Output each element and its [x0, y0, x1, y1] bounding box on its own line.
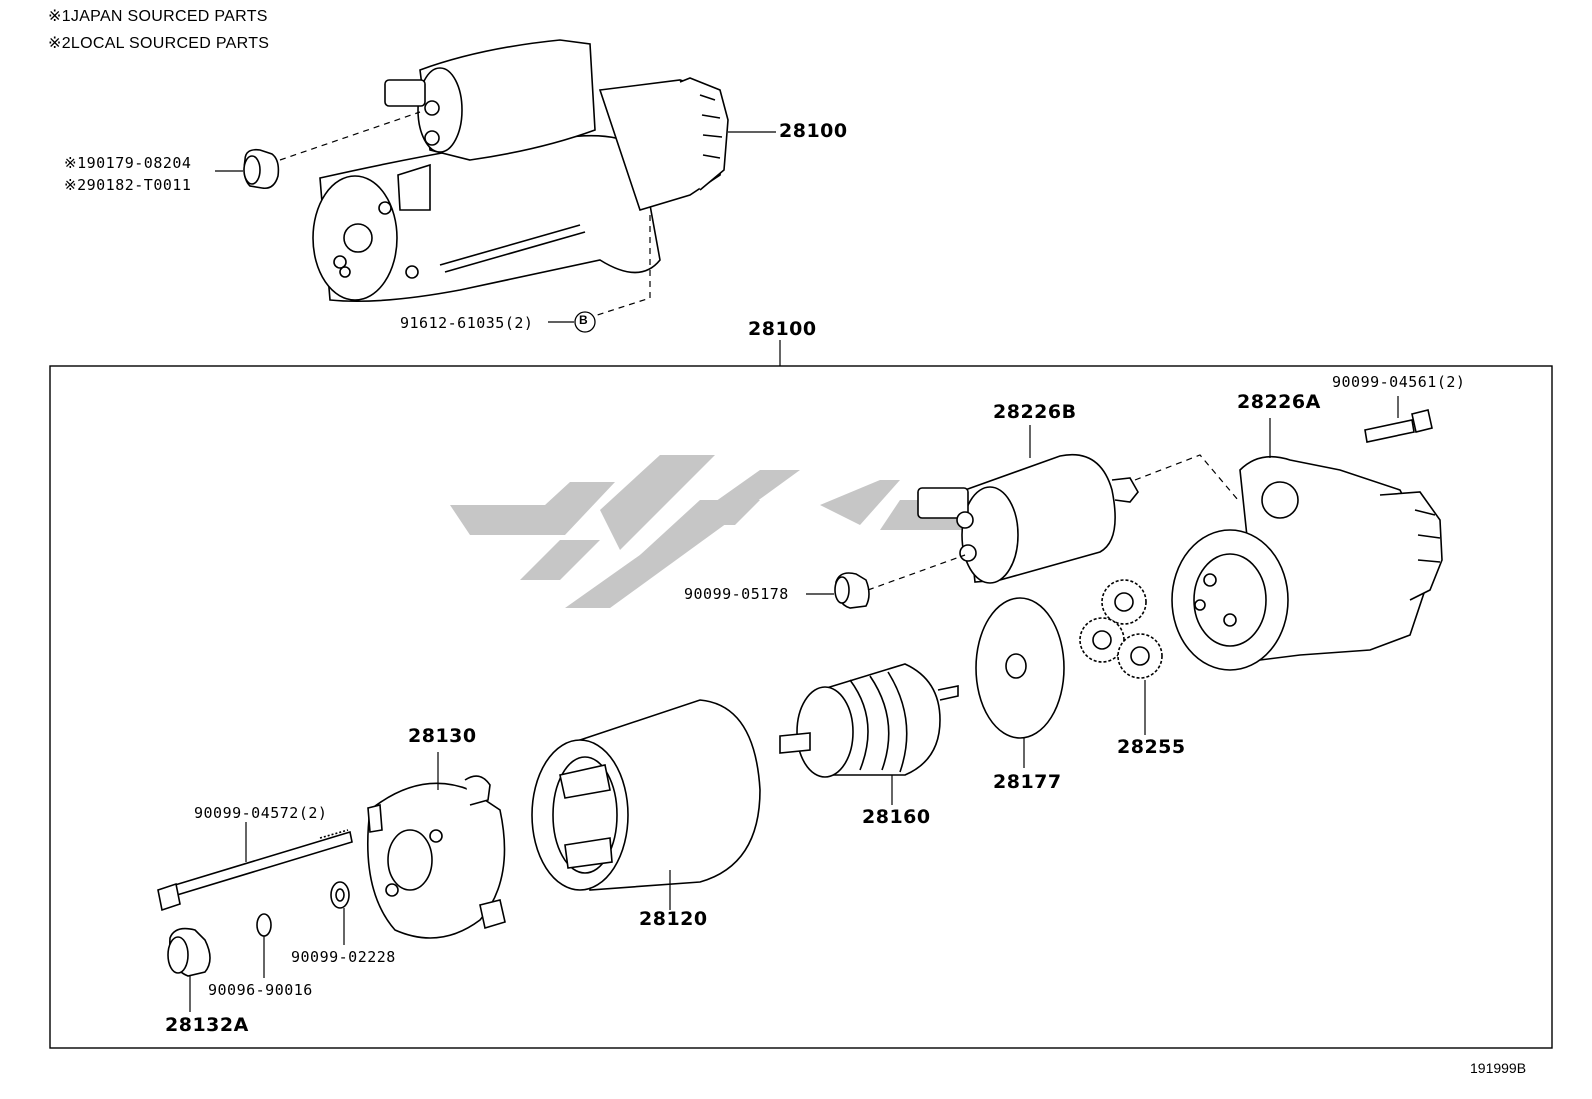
note-japan-sourced: ※1JAPAN SOURCED PARTS — [48, 6, 268, 26]
through-bolt-90099-04572 — [157, 829, 353, 912]
ref-circle-b — [574, 311, 596, 333]
armature-28160 — [779, 663, 959, 778]
note-mark: ※1 — [48, 8, 71, 25]
cap-28132A — [167, 927, 211, 977]
label-group-28100[interactable]: 28100 — [748, 318, 817, 340]
cap-90099-05178 — [834, 572, 870, 609]
part-number[interactable]: 91612-61035 — [400, 314, 505, 332]
end-frame-28130 — [367, 775, 506, 939]
bolt-90099-04561 — [1364, 409, 1433, 443]
label-bolt-91612: 91612-61035(2) — [400, 314, 533, 332]
label-cap-japan: ※190179-08204 — [64, 154, 191, 172]
ref-letter-b: B — [579, 313, 588, 327]
label-28100-assembly[interactable]: 28100 — [779, 120, 848, 142]
label-28255[interactable]: 28255 — [1117, 736, 1186, 758]
note-mark: ※2 — [48, 35, 71, 52]
ring-90096-90016 — [256, 913, 272, 937]
note-text: JAPAN SOURCED PARTS — [70, 8, 268, 25]
plate-28177 — [975, 597, 1065, 739]
terminal-cap-part — [243, 148, 280, 190]
label-28132A[interactable]: 28132A — [165, 1014, 249, 1036]
gears-28255 — [1079, 579, 1163, 679]
exploded-view-frame — [49, 365, 1553, 1049]
quantity: (2) — [504, 314, 534, 332]
label-90099-04572[interactable]: 90099-04572(2) — [194, 804, 328, 822]
label-cap-local: ※290182-T0011 — [64, 176, 191, 194]
washer-90099-02228 — [330, 881, 350, 909]
label-28120[interactable]: 28120 — [639, 908, 708, 930]
note-local-sourced: ※2LOCAL SOURCED PARTS — [48, 33, 269, 53]
label-28160[interactable]: 28160 — [862, 806, 931, 828]
label-90099-05178[interactable]: 90099-05178 — [684, 585, 789, 603]
solenoid-28226B — [917, 454, 1139, 584]
label-90099-02228[interactable]: 90099-02228 — [291, 948, 396, 966]
part-number[interactable]: 90182-T0011 — [86, 176, 192, 194]
yoke-28120 — [531, 699, 761, 891]
label-90099-04561[interactable]: 90099-04561(2) — [1332, 373, 1466, 391]
label-90096-90016[interactable]: 90096-90016 — [208, 981, 313, 999]
housing-28226A — [1171, 455, 1443, 671]
note-mark: ※1 — [64, 154, 87, 172]
label-28226A[interactable]: 28226A — [1237, 391, 1321, 413]
starter-assembly-drawing — [312, 39, 729, 303]
diagram-code: 191999B — [1470, 1060, 1527, 1076]
label-28177[interactable]: 28177 — [993, 771, 1062, 793]
label-28226B[interactable]: 28226B — [993, 401, 1077, 423]
label-28130[interactable]: 28130 — [408, 725, 477, 747]
note-text: LOCAL SOURCED PARTS — [70, 35, 270, 52]
part-number[interactable]: 90179-08204 — [86, 154, 192, 172]
note-mark: ※2 — [64, 176, 87, 194]
